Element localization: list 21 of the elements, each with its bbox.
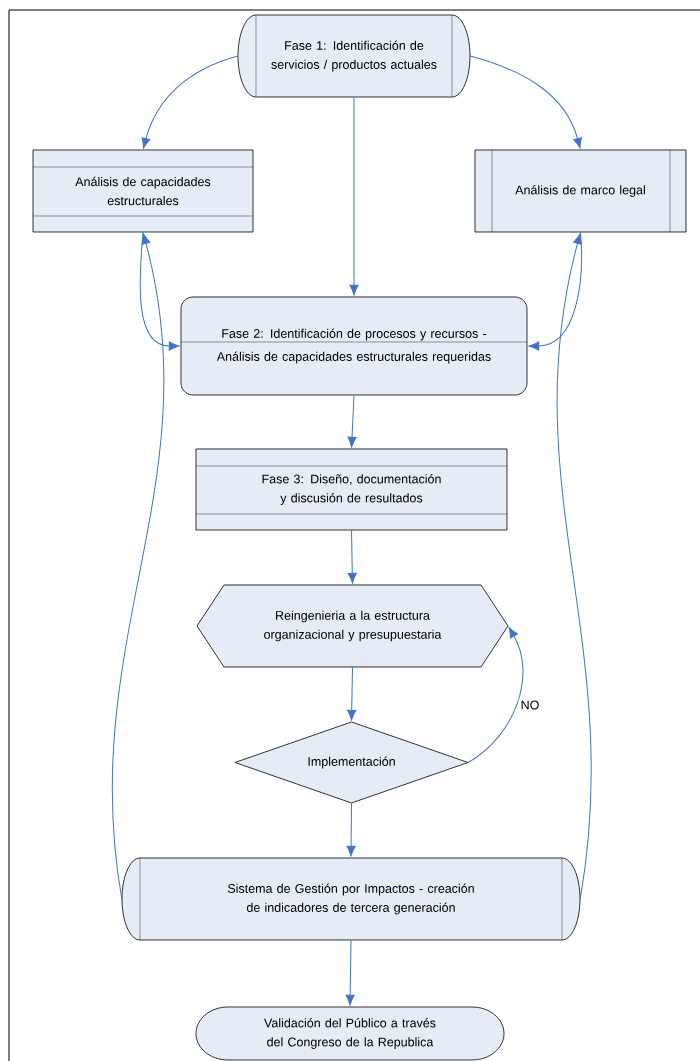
preparation-hexagon: Reingenieria a la estructura organizacional y presupuestaria (196, 584, 509, 668)
arrow (467, 627, 524, 763)
arrow (347, 529, 357, 584)
process-box: Análisis de capacidades estructurales (32, 149, 254, 233)
terminator-box: Validación del Público a través del Congreso de la Republica (195, 1006, 505, 1061)
arrow (141, 55, 239, 149)
arrow (345, 939, 355, 1006)
terminator-box: Fase 1: Identificación de servicios / productos actuales (237, 14, 471, 98)
arrow (111, 233, 164, 900)
process-box: Fase 3: Diseño, documentación y discusión de resultados (195, 448, 508, 531)
arrow (346, 802, 356, 857)
terminator-box: Sistema de Gestión por Impactos - creación de indicadores de tercera generación (121, 857, 581, 941)
process-box: Fase 2: Identificación de procesos y recursos - Análisis de capacidades estructurales requeridas (180, 296, 528, 396)
edge-label: NO (518, 698, 542, 712)
arrow (556, 233, 592, 900)
subprocess-box: Análisis de marco legal (474, 149, 687, 233)
arrow (469, 55, 582, 149)
arrow (347, 666, 357, 721)
arrow (349, 96, 359, 296)
arrow (347, 394, 357, 448)
arrow (139, 231, 180, 351)
